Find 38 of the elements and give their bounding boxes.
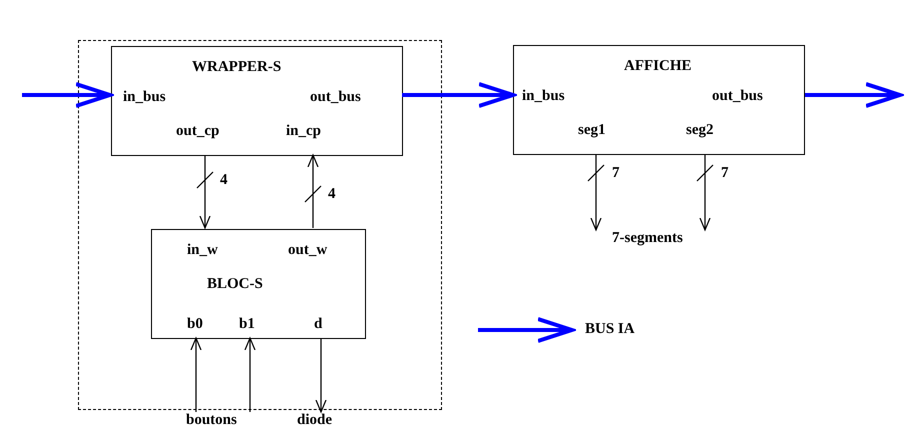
signal-label: 7-segments [612,230,712,250]
block-box [513,45,805,155]
arrow [307,154,319,228]
block-box [111,46,403,156]
port-label: in_bus [123,89,166,106]
edge-label: 4 [220,172,228,189]
arrow [805,82,902,108]
port-label: b1 [239,316,255,333]
edge-label: 7 [721,165,728,182]
port-label: b0 [187,316,203,333]
port-label: seg1 [578,122,606,139]
port-label: seg2 [686,122,714,139]
dashed-boundary-box [78,40,442,410]
port-label: d [314,316,322,333]
arrow [699,155,711,231]
block-title: BLOC-S [207,276,263,293]
arrow [244,337,256,412]
block-title: AFFICHE [624,58,692,75]
port-label: in_w [187,242,218,259]
arrow [199,155,211,229]
edge-label: 7 [612,165,620,182]
port-label: out_w [288,242,328,259]
block-title: WRAPPER-S [192,59,282,76]
port-label: in_cp [286,123,322,140]
legend-label: BUS IA [585,321,635,338]
port-label: in_bus [522,88,565,105]
arrow [590,155,602,231]
port-label: out_bus [712,88,763,105]
signal-label: boutons [186,412,256,432]
arrow [190,337,202,412]
port-label: out_bus [310,89,361,106]
port-label: out_cp [176,123,220,140]
arrow [315,338,327,413]
edge-label: 4 [328,186,336,203]
signal-label: diode [297,412,347,432]
block-box [151,229,366,339]
arrow [22,82,112,108]
arrow [402,82,515,108]
